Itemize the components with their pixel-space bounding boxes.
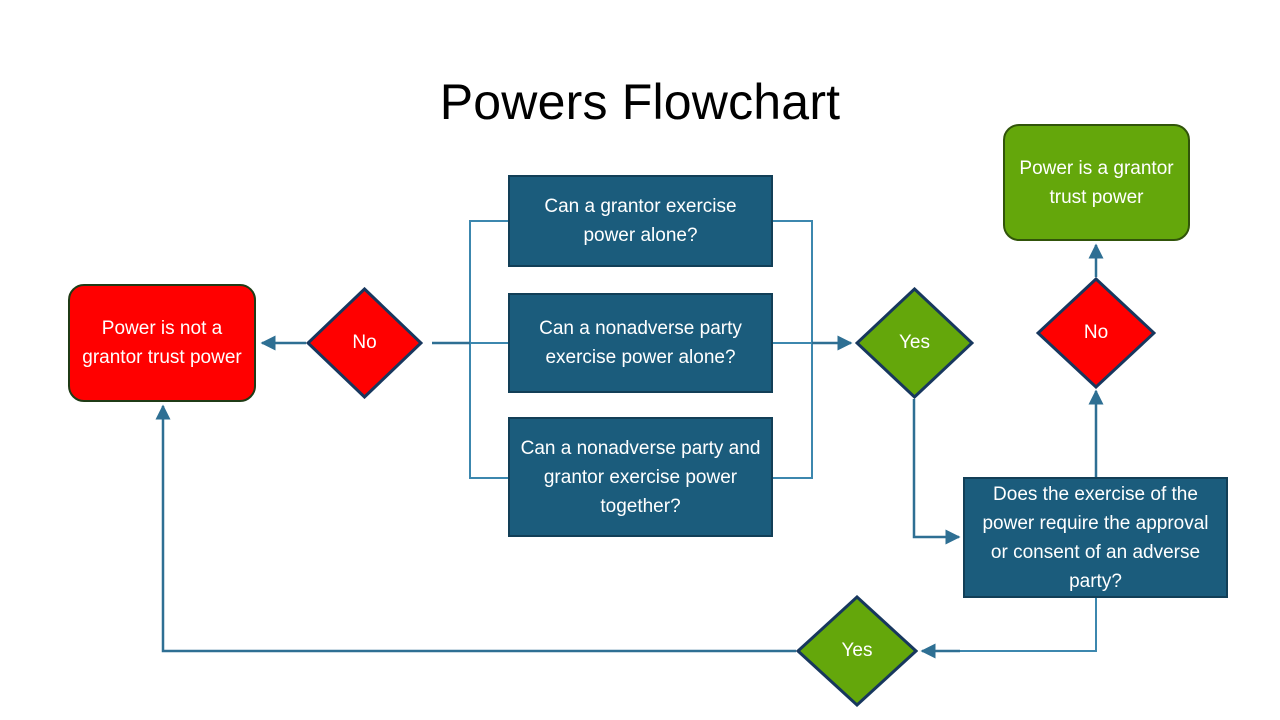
edge-right-bracket <box>773 220 813 479</box>
node-label: Yes <box>899 332 930 353</box>
diamond-shape-icon <box>1036 277 1156 389</box>
edge-q4-to-yes-bottom <box>926 598 1097 652</box>
node-label: Can a nonadverse party exercise power al… <box>539 318 742 368</box>
node-question-grantor-alone[interactable]: Can a grantor exercise power alone? <box>508 175 773 267</box>
node-label: Can a grantor exercise power alone? <box>544 196 737 246</box>
diamond-shape-icon <box>855 287 974 399</box>
node-decision-yes-bottom[interactable]: Yes <box>796 595 918 707</box>
node-label: Can a nonadverse party and grantor exerc… <box>520 437 761 517</box>
diamond-shape-icon <box>796 595 918 707</box>
edge-yes-mid-to-q4 <box>912 399 961 545</box>
node-decision-no-right[interactable]: No <box>1036 277 1156 389</box>
node-label: Does the exercise of the power require t… <box>982 483 1209 592</box>
node-decision-yes-middle[interactable]: Yes <box>855 287 974 399</box>
node-label: Power is not a grantor trust power <box>82 318 242 368</box>
node-question-nonadverse-alone[interactable]: Can a nonadverse party exercise power al… <box>508 293 773 393</box>
page-title: Powers Flowchart <box>439 74 841 130</box>
diamond-shape-icon <box>306 287 423 399</box>
node-outcome-is-grantor-trust-power[interactable]: Power is a grantor trust power <box>1003 124 1190 241</box>
node-question-nonadverse-and-grantor[interactable]: Can a nonadverse party and grantor exerc… <box>508 417 773 537</box>
node-label: Power is a grantor trust power <box>1019 157 1174 208</box>
node-decision-no-left[interactable]: No <box>306 287 423 399</box>
node-label: Yes <box>841 640 873 661</box>
edge-left-bracket <box>469 220 508 479</box>
node-label: No <box>1083 322 1109 343</box>
node-outcome-not-grantor-trust-power[interactable]: Power is not a grantor trust power <box>68 284 256 402</box>
node-label: No <box>352 332 377 353</box>
node-question-adverse-party-consent[interactable]: Does the exercise of the power require t… <box>963 477 1228 598</box>
